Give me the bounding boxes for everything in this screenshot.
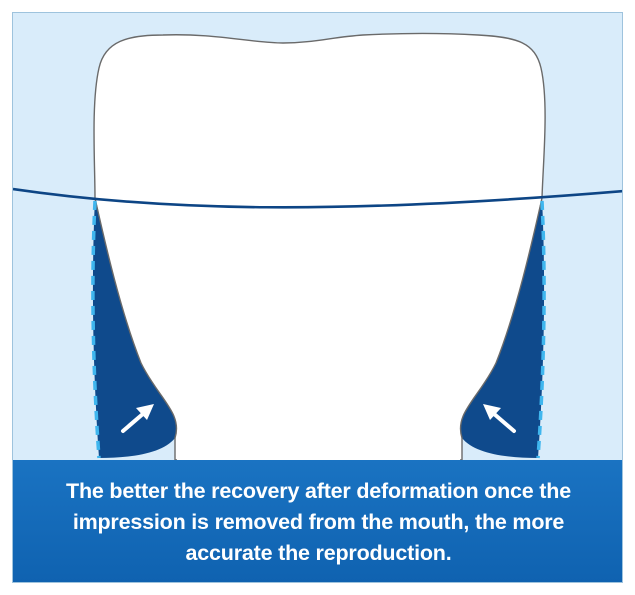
figure-frame: The better the recovery after deformatio… bbox=[12, 12, 623, 583]
caption-bar: The better the recovery after deformatio… bbox=[13, 460, 623, 583]
caption-text: The better the recovery after deformatio… bbox=[43, 476, 594, 569]
tooth-impression-illustration bbox=[13, 13, 623, 460]
